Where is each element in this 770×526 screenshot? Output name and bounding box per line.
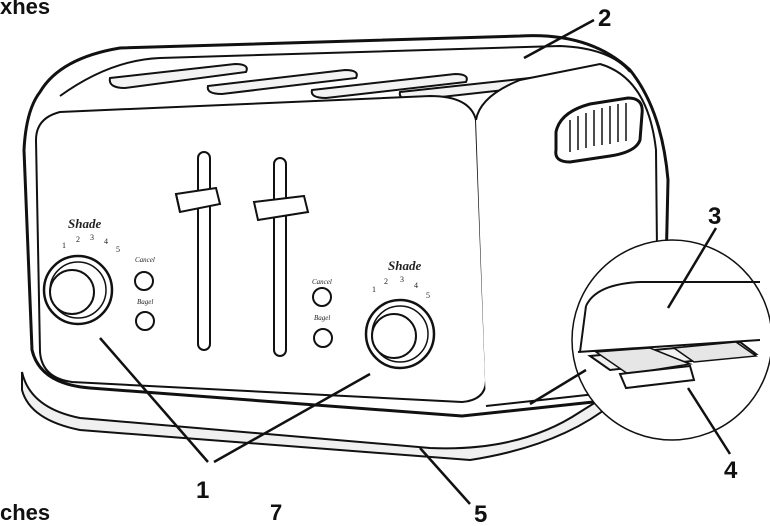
right-bagel-label: Bagel xyxy=(314,314,330,322)
right-controls: Shade 1 2 3 4 5 Cancel Bagel xyxy=(312,258,436,370)
callout-4: 4 xyxy=(724,457,738,484)
side-vent xyxy=(554,96,644,164)
left-tick-4: 4 xyxy=(104,237,108,246)
left-tick-3: 3 xyxy=(90,233,94,242)
header-text: xhes xyxy=(0,0,51,19)
left-cancel-label: Cancel xyxy=(135,256,155,264)
right-bagel-button[interactable] xyxy=(313,328,333,348)
right-shade-knob[interactable] xyxy=(364,298,436,370)
callout-1: 1 xyxy=(196,477,209,504)
right-tick-5: 5 xyxy=(426,291,430,300)
right-cancel-label: Cancel xyxy=(312,278,332,286)
left-bagel-label: Bagel xyxy=(137,298,153,306)
right-cancel-button[interactable] xyxy=(312,287,332,307)
left-controls: Shade 1 2 3 4 5 Cancel Bagel xyxy=(42,216,155,331)
crumb-tray-inset xyxy=(571,239,770,441)
callout-2: 2 xyxy=(598,5,611,32)
left-tick-2: 2 xyxy=(76,235,80,244)
right-tick-3: 3 xyxy=(400,275,404,284)
left-shade-label: Shade xyxy=(68,216,101,231)
right-tick-1: 1 xyxy=(372,285,376,294)
left-cancel-button[interactable] xyxy=(134,271,154,291)
callout-5: 5 xyxy=(474,501,487,524)
leader-lines xyxy=(99,18,732,505)
footer-number-text: 7 xyxy=(270,500,283,525)
callout-3: 3 xyxy=(708,203,721,230)
footer-left-text: ches xyxy=(0,500,51,525)
left-tick-5: 5 xyxy=(116,245,120,254)
lever-right xyxy=(252,157,310,357)
left-shade-knob[interactable] xyxy=(42,254,114,326)
right-tick-4: 4 xyxy=(414,281,418,290)
right-shade-label: Shade xyxy=(388,258,421,273)
crumb-tray-handle xyxy=(618,364,696,390)
toaster-top xyxy=(59,44,631,97)
right-tick-2: 2 xyxy=(384,277,388,286)
left-bagel-button[interactable] xyxy=(135,311,155,331)
left-tick-1: 1 xyxy=(62,241,66,250)
lever-left xyxy=(174,151,222,351)
